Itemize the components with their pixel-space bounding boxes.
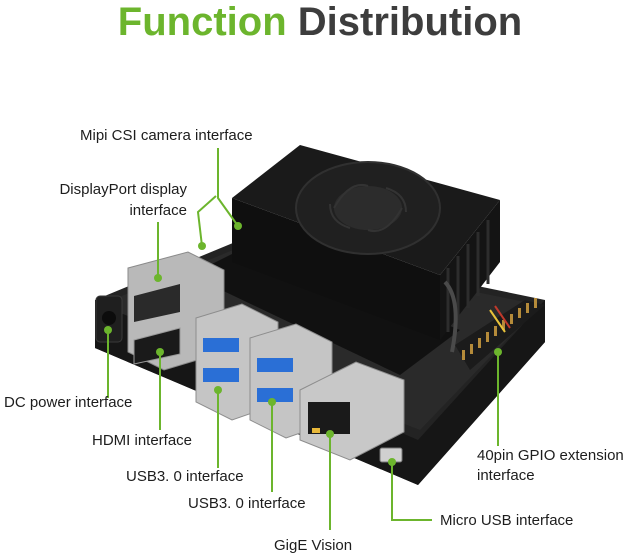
label-displayport-line2: interface [129, 202, 187, 219]
label-dc-power: DC power interface [4, 394, 133, 411]
label-usb3-a: USB3. 0 interface [126, 468, 244, 485]
label-usb3-b: USB3. 0 interface [188, 495, 306, 512]
usb3-b-port-top [257, 358, 293, 372]
fan-hub [334, 186, 402, 230]
leader-dots [104, 222, 502, 466]
usb3-a-port-top [203, 338, 239, 352]
ethernet-shell [299, 361, 405, 461]
gpio-wires [489, 305, 511, 333]
label-mipi-csi: Mipi CSI camera interface [80, 127, 253, 144]
fan-blades [329, 184, 407, 232]
label-micro-usb: Micro USB interface [440, 512, 574, 529]
leader-lines [107, 148, 499, 530]
label-gige: GigE Vision [274, 537, 353, 554]
heatsink-front [232, 198, 440, 340]
label-hdmi: HDMI interface [92, 432, 193, 449]
usb3-b-port-bottom [257, 388, 293, 402]
label-displayport-line1: DisplayPort display [59, 181, 187, 198]
leader-mipi [217, 148, 239, 227]
leader-micro-usb [391, 462, 432, 521]
title-function: Function [117, 0, 287, 44]
dc-jack-hole [102, 311, 116, 325]
label-gpio-line2: interface [477, 467, 535, 484]
som-slot [190, 245, 460, 375]
hdmi-port [133, 327, 181, 365]
page-title: Function Distribution [0, 0, 640, 44]
fan-cable [443, 280, 458, 353]
displayport-port [134, 284, 180, 322]
ethernet-led [312, 428, 320, 433]
gpio-header [455, 300, 545, 370]
gpio-pins [462, 298, 537, 360]
usb3-a-port-bottom [203, 368, 239, 382]
label-gpio-line1: 40pin GPIO extension [477, 447, 624, 464]
heatsink-fins [446, 220, 490, 332]
leader-mipi-2 [196, 195, 217, 247]
pcb-edge [95, 300, 545, 485]
title-distribution: Distribution [297, 0, 523, 44]
